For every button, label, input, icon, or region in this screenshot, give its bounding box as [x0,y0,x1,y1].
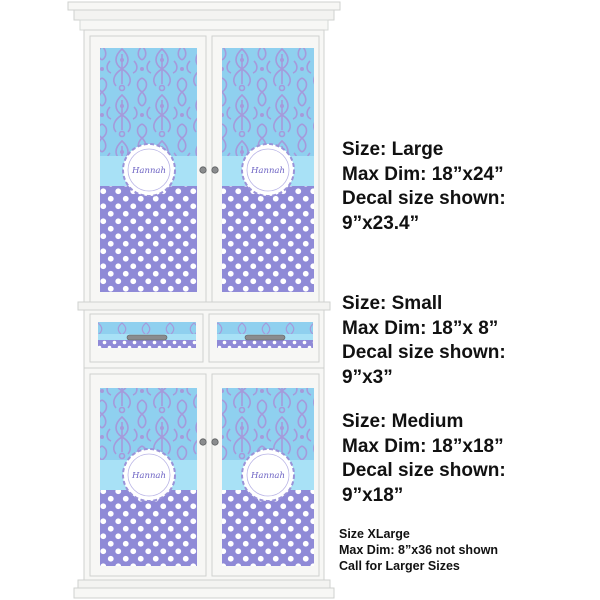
spec-xlarge: Size XLarge Max Dim: 8”x36 not shown Cal… [339,526,498,574]
spec-max-dim: Max Dim: 8”x36 not shown [339,543,499,557]
spec-decal-label: Decal size shown: [342,342,506,363]
damask-strip [217,322,313,334]
door-knob [199,438,207,446]
monogram-label: Hannah [122,448,176,502]
monogram-label: Hannah [241,143,295,197]
drawer-pull [126,334,168,341]
spec-small: Size: Small Max Dim: 18”x 8” Decal size … [342,292,506,390]
spec-size-label: Size: Large [342,139,444,160]
damask-panel [100,48,197,156]
spec-decal-label: Decal size shown: [342,188,506,209]
left-drawer [89,313,204,363]
waist-ledge [77,301,331,311]
spec-size-label: Size: Small [342,293,443,314]
damask-strip [98,322,196,334]
monogram-text: Hannah [250,166,285,176]
spec-max-dim: Max Dim: 18”x18” [342,435,504,457]
spec-large: Size: Large Max Dim: 18”x24” Decal size … [342,138,506,236]
spec-max-dim: Max Dim: 18”x 8” [342,317,499,339]
cabinet-crown [67,1,341,31]
spec-decal-size: 9”x18” [342,484,404,506]
dots-strip [217,340,313,348]
polka-dot-panel [222,490,314,566]
damask-panel [222,388,314,460]
monogram-text: Hannah [131,471,166,481]
spec-call-note: Call for Larger Sizes [339,559,460,573]
door-knob [211,166,219,174]
monogram-label: Hannah [122,143,176,197]
damask-panel [222,48,314,156]
monogram-text: Hannah [250,471,285,481]
polka-dot-panel [100,186,197,292]
cabinet-illustration: Hannah Hannah [62,0,346,600]
spec-max-dim: Max Dim: 18”x24” [342,163,504,185]
polka-dot-panel [222,186,314,292]
monogram-label: Hannah [241,448,295,502]
door-knob [199,166,207,174]
monogram-text: Hannah [131,166,166,176]
spec-size-label: Size XLarge [339,527,410,541]
upper-right-door: Hannah [211,35,320,303]
lower-right-door: Hannah [211,373,320,577]
drawer-pull [244,334,286,341]
spec-decal-size: 9”x23.4” [342,212,420,234]
cabinet-base [73,579,335,599]
lower-left-door: Hannah [89,373,207,577]
spec-decal-size: 9”x3” [342,366,393,388]
door-knob [211,438,219,446]
spec-size-label: Size: Medium [342,411,464,432]
right-drawer [208,313,320,363]
damask-panel [100,388,197,460]
polka-dot-panel [100,490,197,566]
upper-left-door: Hannah [89,35,207,303]
dots-strip [98,340,196,348]
spec-decal-label: Decal size shown: [342,460,506,481]
spec-medium: Size: Medium Max Dim: 18”x18” Decal size… [342,410,506,508]
